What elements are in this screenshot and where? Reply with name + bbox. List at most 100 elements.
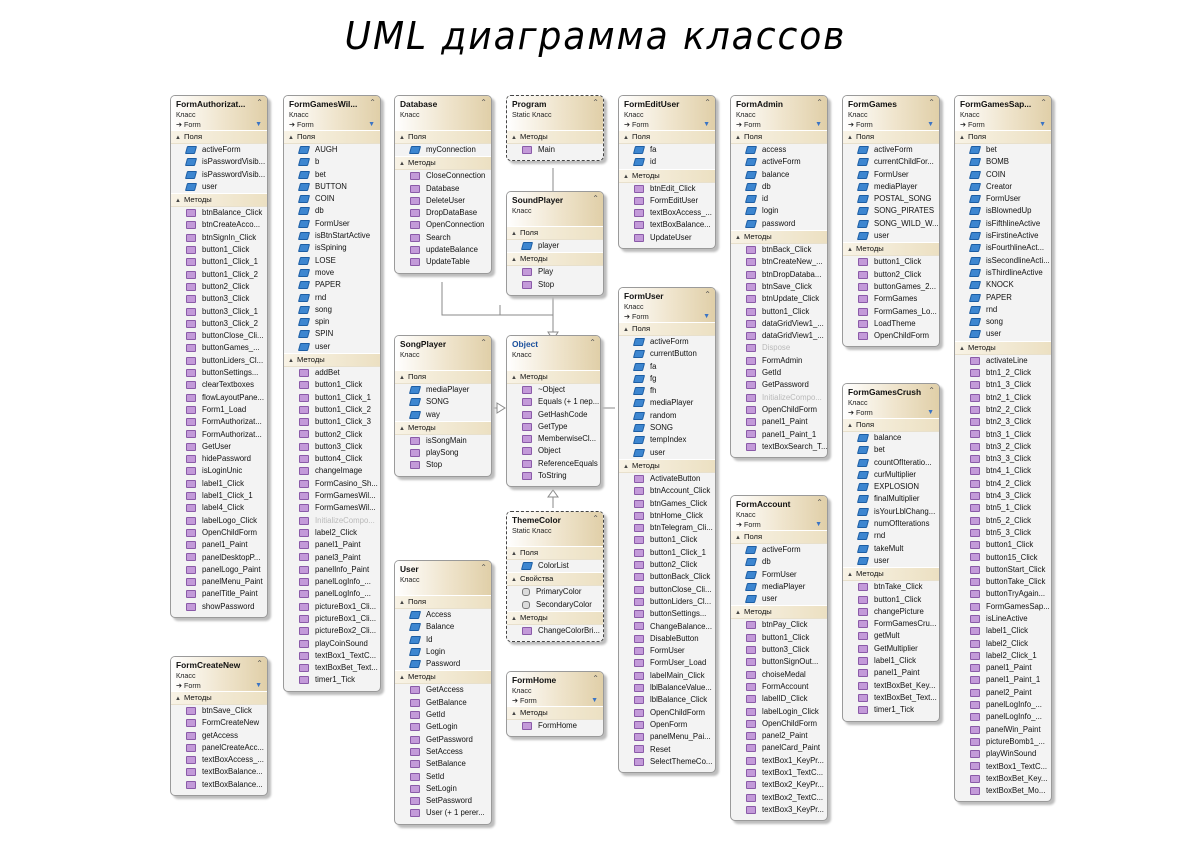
- member-row[interactable]: GetMultiplier: [843, 643, 939, 655]
- member-row[interactable]: playCoinSound: [284, 638, 380, 650]
- member-row[interactable]: panelLogInfo_...: [284, 588, 380, 600]
- member-row[interactable]: buttonSettings...: [619, 608, 715, 620]
- expand-triangle-icon[interactable]: ▲: [511, 551, 517, 557]
- member-row[interactable]: rnd: [843, 530, 939, 542]
- member-row[interactable]: GetPassword: [731, 379, 827, 391]
- collapse-chevron-icon[interactable]: ⌃: [1040, 98, 1047, 107]
- member-row[interactable]: SelectThemeCo...: [619, 756, 715, 768]
- member-row[interactable]: textBox1_KeyPr...: [731, 755, 827, 767]
- member-row[interactable]: random: [619, 410, 715, 422]
- member-row[interactable]: btnTelegram_Cli...: [619, 522, 715, 534]
- member-row[interactable]: FormUser: [731, 569, 827, 581]
- member-row[interactable]: choiseMedal: [731, 669, 827, 681]
- member-row[interactable]: button3_Click: [284, 441, 380, 453]
- member-row[interactable]: curMultiplier: [843, 469, 939, 481]
- member-row[interactable]: button1_Click: [284, 379, 380, 391]
- member-row[interactable]: SONG_PIRATES: [843, 205, 939, 217]
- section-header-поля[interactable]: ▲Поля: [284, 130, 380, 144]
- filter-icon[interactable]: ▼: [927, 409, 934, 416]
- expand-triangle-icon[interactable]: ▲: [511, 257, 517, 264]
- member-row[interactable]: isBlownedUp: [955, 205, 1051, 217]
- member-row[interactable]: labelLogo_Click: [171, 515, 267, 527]
- expand-triangle-icon[interactable]: ▲: [175, 696, 181, 702]
- member-row[interactable]: DisableButton: [619, 633, 715, 645]
- member-row[interactable]: buttonStart_Click: [955, 564, 1051, 576]
- member-row[interactable]: panel1_Paint_1: [955, 674, 1051, 686]
- member-row[interactable]: panelLogInfo_...: [284, 576, 380, 588]
- member-row[interactable]: panel2_Paint: [731, 730, 827, 742]
- member-row[interactable]: label2_Click: [284, 527, 380, 539]
- member-row[interactable]: GetType: [507, 421, 600, 433]
- member-row[interactable]: BUTTON: [284, 181, 380, 193]
- member-row[interactable]: user: [955, 328, 1051, 340]
- section-header-методы[interactable]: ▲Методы: [843, 567, 939, 582]
- member-row[interactable]: panel1_Paint: [731, 416, 827, 428]
- collapse-chevron-icon[interactable]: ⌃: [256, 659, 263, 668]
- collapse-chevron-icon[interactable]: ⌃: [928, 386, 935, 395]
- member-row[interactable]: panel1_Paint: [171, 539, 267, 551]
- member-row[interactable]: InitializeCompo...: [284, 515, 380, 527]
- member-row[interactable]: GetHashCode: [507, 409, 600, 421]
- member-row[interactable]: btnEdit_Click: [619, 183, 715, 195]
- member-row[interactable]: ChangeBalance...: [619, 621, 715, 633]
- filter-icon[interactable]: ▼: [927, 121, 934, 128]
- member-row[interactable]: Search: [395, 232, 491, 244]
- member-row[interactable]: DropDataBase: [395, 207, 491, 219]
- member-row[interactable]: btn5_1_Click: [955, 502, 1051, 514]
- section-header-методы[interactable]: ▲Методы: [395, 156, 491, 171]
- member-row[interactable]: panelLogInfo_...: [955, 699, 1051, 711]
- member-row[interactable]: isThirdlineActive: [955, 267, 1051, 279]
- member-row[interactable]: SetLogin: [395, 783, 491, 795]
- member-row[interactable]: btnPay_Click: [731, 619, 827, 631]
- member-row[interactable]: button15_Click: [955, 552, 1051, 564]
- member-row[interactable]: panelLogInfo_...: [955, 711, 1051, 723]
- member-row[interactable]: isPasswordVisib...: [171, 156, 267, 168]
- expand-triangle-icon[interactable]: ▲: [511, 711, 517, 717]
- member-row[interactable]: textBoxBalance...: [619, 219, 715, 231]
- member-row[interactable]: user: [843, 555, 939, 567]
- member-row[interactable]: btnCreateNew_...: [731, 256, 827, 268]
- member-row[interactable]: label4_Click: [171, 502, 267, 514]
- member-row[interactable]: textBox2_TextC...: [731, 792, 827, 804]
- member-row[interactable]: textBox1_TextC...: [731, 767, 827, 779]
- member-row[interactable]: finalMultiplier: [843, 493, 939, 505]
- member-row[interactable]: timer1_Tick: [284, 674, 380, 686]
- collapse-chevron-icon[interactable]: ⌃: [704, 98, 711, 107]
- member-row[interactable]: COIN: [955, 169, 1051, 181]
- member-row[interactable]: buttonClose_Cli...: [171, 330, 267, 342]
- member-row[interactable]: button1_Click_1: [284, 392, 380, 404]
- class-header[interactable]: FormAuthorizat...Класс➔ Form⌃▼: [171, 96, 267, 130]
- member-row[interactable]: LOSE: [284, 255, 380, 267]
- member-row[interactable]: panel1_Paint: [955, 662, 1051, 674]
- member-row[interactable]: User (+ 1 perer...: [395, 807, 491, 819]
- section-header-методы[interactable]: ▲Методы: [843, 242, 939, 257]
- member-row[interactable]: btnSave_Click: [731, 281, 827, 293]
- member-row[interactable]: updateBalance: [395, 244, 491, 256]
- member-row[interactable]: rnd: [955, 304, 1051, 316]
- member-row[interactable]: mediaPlayer: [843, 181, 939, 193]
- member-row[interactable]: OpenChildForm: [731, 404, 827, 416]
- collapse-chevron-icon[interactable]: ⌃: [592, 674, 599, 683]
- member-row[interactable]: GetLogin: [395, 721, 491, 733]
- expand-triangle-icon[interactable]: ▲: [735, 135, 741, 141]
- member-row[interactable]: UpdateUser: [619, 232, 715, 244]
- member-row[interactable]: access: [731, 144, 827, 156]
- expand-triangle-icon[interactable]: ▲: [847, 572, 853, 579]
- member-row[interactable]: playWinSound: [955, 748, 1051, 760]
- member-row[interactable]: user: [619, 447, 715, 459]
- member-row[interactable]: Play: [507, 266, 603, 278]
- member-row[interactable]: AUGH: [284, 144, 380, 156]
- member-row[interactable]: ActivateButton: [619, 473, 715, 485]
- member-row[interactable]: panelMenu_Paint: [171, 576, 267, 588]
- section-header-поля[interactable]: ▲Поля: [171, 130, 267, 144]
- member-row[interactable]: SetAccess: [395, 746, 491, 758]
- member-row[interactable]: Password: [395, 658, 491, 670]
